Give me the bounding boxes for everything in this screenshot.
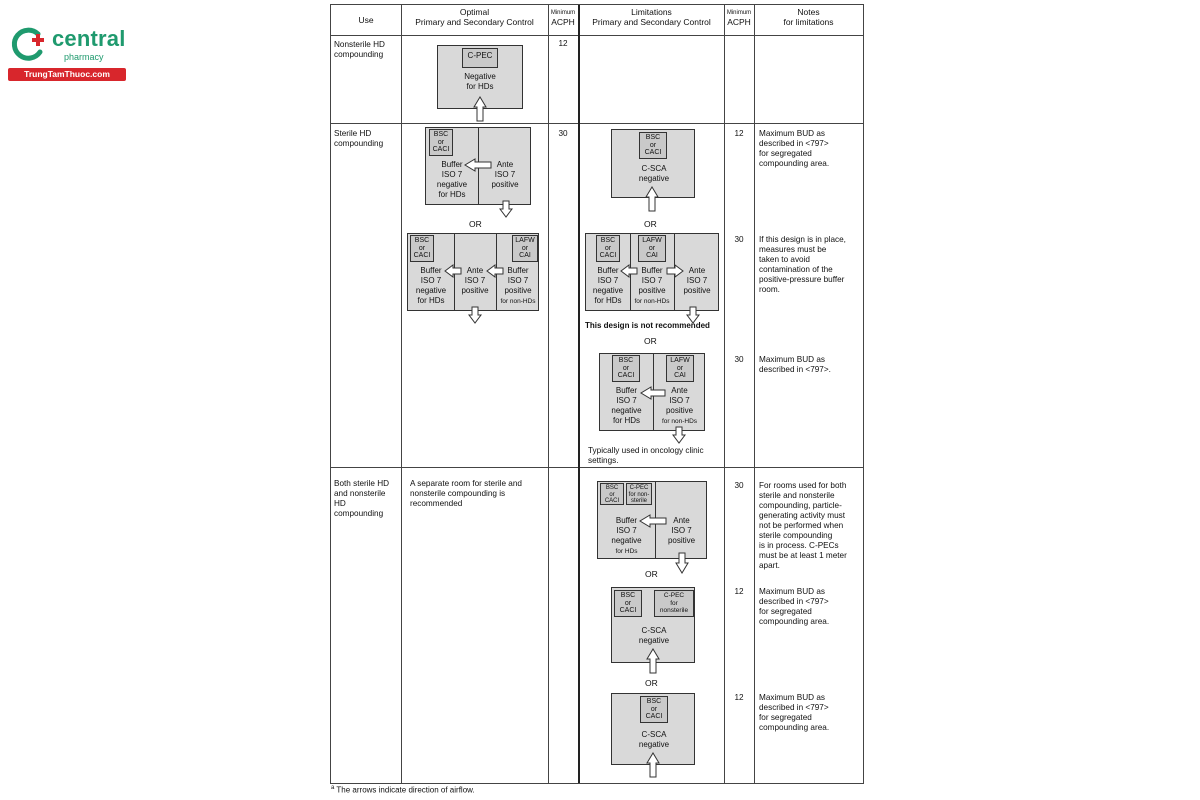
bsc-box: BSC or CACI bbox=[640, 696, 668, 723]
room-label: C-SCA negative bbox=[638, 730, 670, 749]
room-lim3: BSC or CACI LAFW or CAI Buffer ISO 7 neg… bbox=[599, 353, 705, 431]
or-label: OR bbox=[645, 678, 658, 688]
header-divider bbox=[331, 35, 863, 36]
bsc-box: BSC or CACI bbox=[600, 483, 624, 505]
buffer-label: Buffer ISO 7 negative for HDs bbox=[611, 386, 642, 425]
or-label: OR bbox=[644, 336, 657, 346]
ante-label: Ante ISO 7 positive bbox=[461, 266, 489, 295]
footnote: a The arrows indicate direction of airfl… bbox=[331, 785, 475, 795]
row-divider-2 bbox=[331, 467, 863, 468]
bsc-box: BSC or CACI bbox=[596, 235, 620, 262]
airflow-up-arrow-icon bbox=[473, 96, 487, 122]
note-lim2: If this design is in place, measures mus… bbox=[759, 235, 846, 294]
header-notes: Notes for limitations bbox=[783, 7, 834, 27]
airflow-left-arrow-icon bbox=[444, 264, 462, 278]
lafw-box: LAFW or CAI bbox=[666, 355, 694, 382]
airflow-down-arrow-icon bbox=[468, 306, 482, 324]
acph-lim2: 30 bbox=[734, 235, 744, 244]
or-label: OR bbox=[644, 219, 657, 229]
note-both-lim3: Maximum BUD as described in <797> for se… bbox=[759, 693, 830, 732]
room-label: C-SCA negative bbox=[638, 164, 670, 183]
not-recommended-warning: This design is not recommended bbox=[585, 321, 710, 330]
cpec-box: C-PEC bbox=[462, 48, 498, 68]
bsc-box: BSC or CACI bbox=[429, 129, 453, 156]
acph-both-lim3: 12 bbox=[734, 693, 744, 702]
use-nonsterile: Nonsterile HD compounding bbox=[334, 40, 385, 59]
airflow-left-arrow-icon bbox=[464, 158, 492, 172]
hd-compounding-table: Use Optimal Primary and Secondary Contro… bbox=[330, 4, 864, 784]
use-sterile: Sterile HD compounding bbox=[334, 129, 384, 148]
note-both-lim2: Maximum BUD as described in <797> for se… bbox=[759, 587, 830, 626]
optimal-both: A separate room for sterile and nonsteri… bbox=[410, 479, 522, 508]
airflow-down-arrow-icon bbox=[675, 552, 689, 574]
logo: central pharmacy TrungTamThuoc.com bbox=[8, 24, 133, 84]
note-lim1: Maximum BUD as described in <797> for se… bbox=[759, 129, 830, 168]
col-divider-3 bbox=[578, 5, 580, 783]
airflow-left-arrow-icon bbox=[620, 264, 638, 278]
room-label: C-SCA negative bbox=[638, 626, 670, 645]
header-limitations: Limitations Primary and Secondary Contro… bbox=[592, 7, 711, 27]
col-divider-1 bbox=[401, 5, 402, 783]
use-both: Both sterile HD and nonsterile HD compou… bbox=[334, 479, 390, 518]
header-use: Use bbox=[358, 15, 374, 25]
acph-both-lim2: 12 bbox=[734, 587, 744, 596]
lafw-box: LAFW or CAI bbox=[512, 235, 538, 262]
airflow-up-arrow-icon bbox=[646, 648, 660, 674]
cpec-nonsterile-box: C-PEC for non- sterile bbox=[626, 483, 652, 505]
col-divider-5 bbox=[754, 5, 755, 783]
acph-lim1: 12 bbox=[734, 129, 744, 138]
acph-both-lim1: 30 bbox=[734, 481, 744, 490]
room-lim1: BSC or CACI C-SCA negative bbox=[611, 129, 695, 198]
note-lim3: Maximum BUD as described in <797>. bbox=[759, 355, 831, 374]
logo-mark-icon bbox=[11, 27, 44, 61]
acph-sterile: 30 bbox=[558, 129, 568, 138]
row-divider-1 bbox=[331, 123, 863, 124]
airflow-right-arrow-icon bbox=[666, 264, 684, 278]
lim3-caption: Typically used in oncology clinic settin… bbox=[588, 446, 704, 465]
logo-url[interactable]: TrungTamThuoc.com bbox=[8, 68, 126, 81]
ante-label: Ante ISO 7 positive bbox=[667, 516, 696, 545]
bsc-box: BSC or CACI bbox=[612, 355, 640, 382]
bsc-box: BSC or CACI bbox=[614, 590, 642, 617]
airflow-up-arrow-icon bbox=[645, 186, 659, 212]
ante-label: Ante ISO 7 positive bbox=[683, 266, 711, 295]
bsc-box: BSC or CACI bbox=[410, 235, 434, 262]
airflow-left-arrow-icon bbox=[486, 264, 504, 278]
col-divider-2 bbox=[548, 5, 549, 783]
buffer-label: Buffer ISO 7 negative for HDs bbox=[436, 160, 468, 199]
or-label: OR bbox=[645, 569, 658, 579]
room-label: Negative for HDs bbox=[464, 72, 496, 91]
col-divider-4 bbox=[724, 5, 725, 783]
airflow-down-arrow-icon bbox=[499, 200, 513, 218]
lafw-box: LAFW or CAI bbox=[638, 235, 666, 262]
logo-subtitle: pharmacy bbox=[64, 52, 104, 62]
logo-wordmark: central bbox=[52, 26, 126, 51]
buffer-label: Buffer ISO 7 negative for HDs bbox=[415, 266, 447, 305]
note-both-lim1: For rooms used for both sterile and nons… bbox=[759, 481, 847, 570]
cpec-nonsterile-box: C-PEC for nonsterile bbox=[654, 590, 694, 617]
bsc-box: BSC or CACI bbox=[639, 132, 667, 159]
airflow-down-arrow-icon bbox=[672, 426, 686, 444]
ante-label: Ante ISO 7 positive bbox=[491, 160, 519, 189]
or-label: OR bbox=[469, 219, 482, 229]
header-optimal: Optimal Primary and Secondary Control bbox=[415, 7, 534, 27]
airflow-left-arrow-icon bbox=[640, 386, 666, 400]
acph-lim3: 30 bbox=[734, 355, 744, 364]
airflow-down-arrow-icon bbox=[686, 306, 700, 324]
room-opt2: BSC or CACI LAFW or CAI Buffer ISO 7 neg… bbox=[407, 233, 539, 311]
acph-nonsterile: 12 bbox=[558, 39, 568, 48]
airflow-left-arrow-icon bbox=[639, 514, 667, 528]
room-lim2: BSC or CACI LAFW or CAI Buffer ISO 7 neg… bbox=[585, 233, 719, 311]
airflow-up-arrow-icon bbox=[646, 752, 660, 778]
buffer-label: Buffer ISO 7 negative for HDs bbox=[592, 266, 624, 305]
